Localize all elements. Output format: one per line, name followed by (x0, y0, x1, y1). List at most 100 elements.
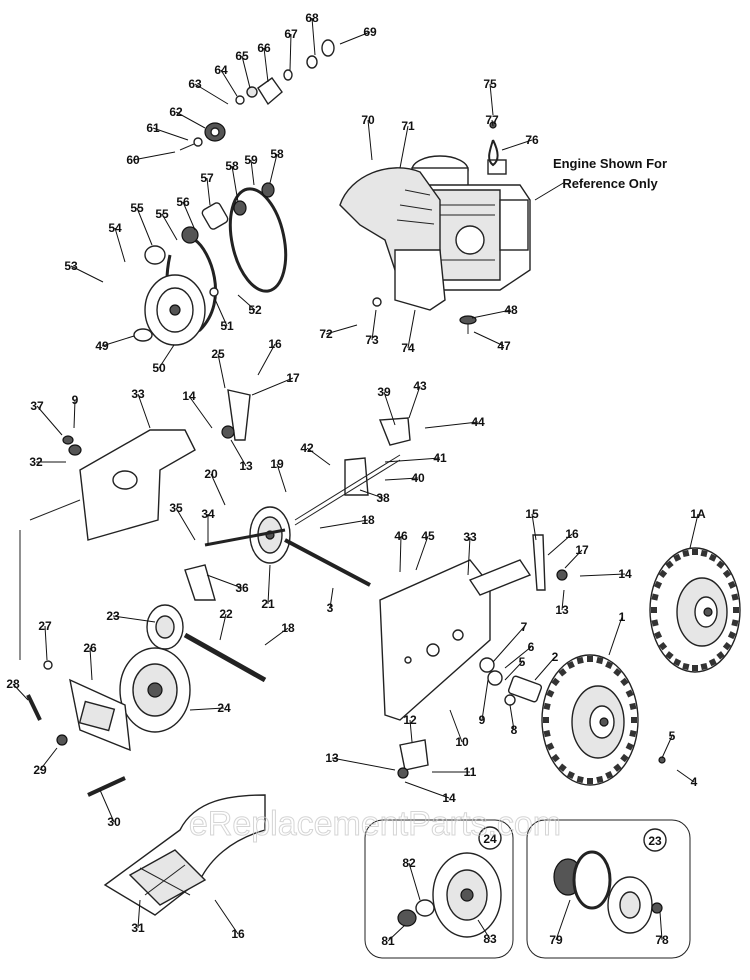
wheel-1a-tread (651, 549, 739, 671)
tread-block (613, 763, 622, 772)
callout-68: 68 (305, 11, 319, 25)
callout-83: 83 (483, 932, 497, 946)
tread-block (596, 775, 604, 784)
callout-1: 1 (619, 610, 626, 624)
callout-73: 73 (365, 333, 379, 347)
callout-30: 30 (107, 815, 121, 829)
tread-block (727, 631, 736, 640)
callout-32: 32 (29, 455, 43, 469)
callout-8: 8 (511, 723, 518, 737)
leader-line (689, 513, 699, 549)
callout-34: 34 (201, 507, 215, 521)
tread-block (605, 661, 614, 670)
inset-badge-23-label: 23 (648, 834, 662, 848)
tread-block (651, 607, 657, 613)
callout-5: 5 (669, 729, 676, 743)
leader-line (676, 769, 695, 783)
callout-47: 47 (497, 339, 511, 353)
callout-69: 69 (363, 25, 377, 39)
leader-line (331, 757, 396, 771)
leader-line (175, 111, 206, 129)
leader-line (250, 159, 255, 186)
leader-line (371, 309, 377, 341)
right-hardware (372, 121, 666, 764)
wheel-1 (541, 654, 639, 786)
callout-61: 61 (146, 121, 160, 135)
tread-block (673, 658, 682, 667)
callout-5: 5 (519, 655, 526, 669)
callout-22: 22 (219, 607, 233, 621)
callout-56: 56 (176, 195, 190, 209)
leader-line (561, 589, 565, 611)
callout-64: 64 (214, 63, 228, 77)
leader-line (504, 661, 523, 681)
leader-line (251, 377, 294, 396)
tread-block (629, 729, 637, 738)
callout-51: 51 (220, 319, 234, 333)
callout-65: 65 (235, 49, 249, 63)
inset-23: 23 (526, 819, 691, 959)
tread-block (708, 553, 717, 562)
tread-block (682, 549, 690, 558)
leader-line (112, 615, 156, 623)
callout-59: 59 (244, 153, 258, 167)
belts-and-pulleys (133, 182, 288, 346)
tread-block (708, 658, 717, 667)
tread-block (716, 560, 725, 569)
callout-81: 81 (381, 934, 395, 948)
tread-block (654, 580, 663, 589)
callout-11: 11 (464, 765, 477, 779)
tread-block (551, 677, 560, 687)
callout-67: 67 (284, 27, 298, 41)
leader-line (555, 899, 571, 941)
callout-55: 55 (155, 207, 169, 221)
leader-line (404, 781, 450, 799)
leader-line (114, 227, 126, 263)
leader-line (489, 83, 494, 116)
tread-block (716, 651, 725, 660)
leader-line (289, 33, 292, 71)
callout-77: 77 (485, 113, 499, 127)
callout-42: 42 (300, 441, 314, 455)
callout-24: 24 (217, 701, 231, 715)
tread-block (722, 641, 732, 651)
leader-line (220, 69, 238, 97)
callout-55: 55 (130, 201, 144, 215)
leader-line (311, 17, 316, 56)
callout-50: 50 (152, 361, 166, 375)
callout-33: 33 (463, 530, 477, 544)
tread-block (558, 668, 567, 677)
callout-45: 45 (421, 529, 435, 543)
leader-line (579, 573, 626, 577)
leader-line (99, 789, 115, 823)
callout-16: 16 (565, 527, 579, 541)
leader-line (36, 405, 63, 436)
leader-line (152, 127, 189, 141)
leader-line (473, 331, 505, 347)
callout-40: 40 (411, 471, 425, 485)
leader-line (491, 119, 494, 127)
leader-line (387, 924, 406, 942)
tread-block (625, 689, 634, 698)
leader-lines (12, 17, 699, 942)
tread-block (587, 656, 593, 662)
watermark: eReplacementParts.com (189, 805, 561, 843)
belt-cover (339, 167, 446, 311)
inset-badge-24-label: 24 (483, 832, 497, 846)
callout-4: 4 (691, 775, 698, 789)
small-parts (397, 534, 568, 779)
leader-line (319, 519, 369, 529)
callout-6: 6 (528, 640, 535, 654)
callout-17: 17 (575, 543, 589, 557)
callout-1A: 1A (690, 507, 706, 521)
callout-19: 19 (270, 457, 284, 471)
callout-46: 46 (394, 529, 408, 543)
leader-line (158, 344, 175, 369)
tread-block (673, 553, 682, 562)
tread-block (692, 665, 698, 671)
leader-line (384, 457, 441, 463)
tread-block (722, 569, 732, 579)
leader-line (531, 513, 537, 541)
callout-18: 18 (281, 621, 295, 635)
